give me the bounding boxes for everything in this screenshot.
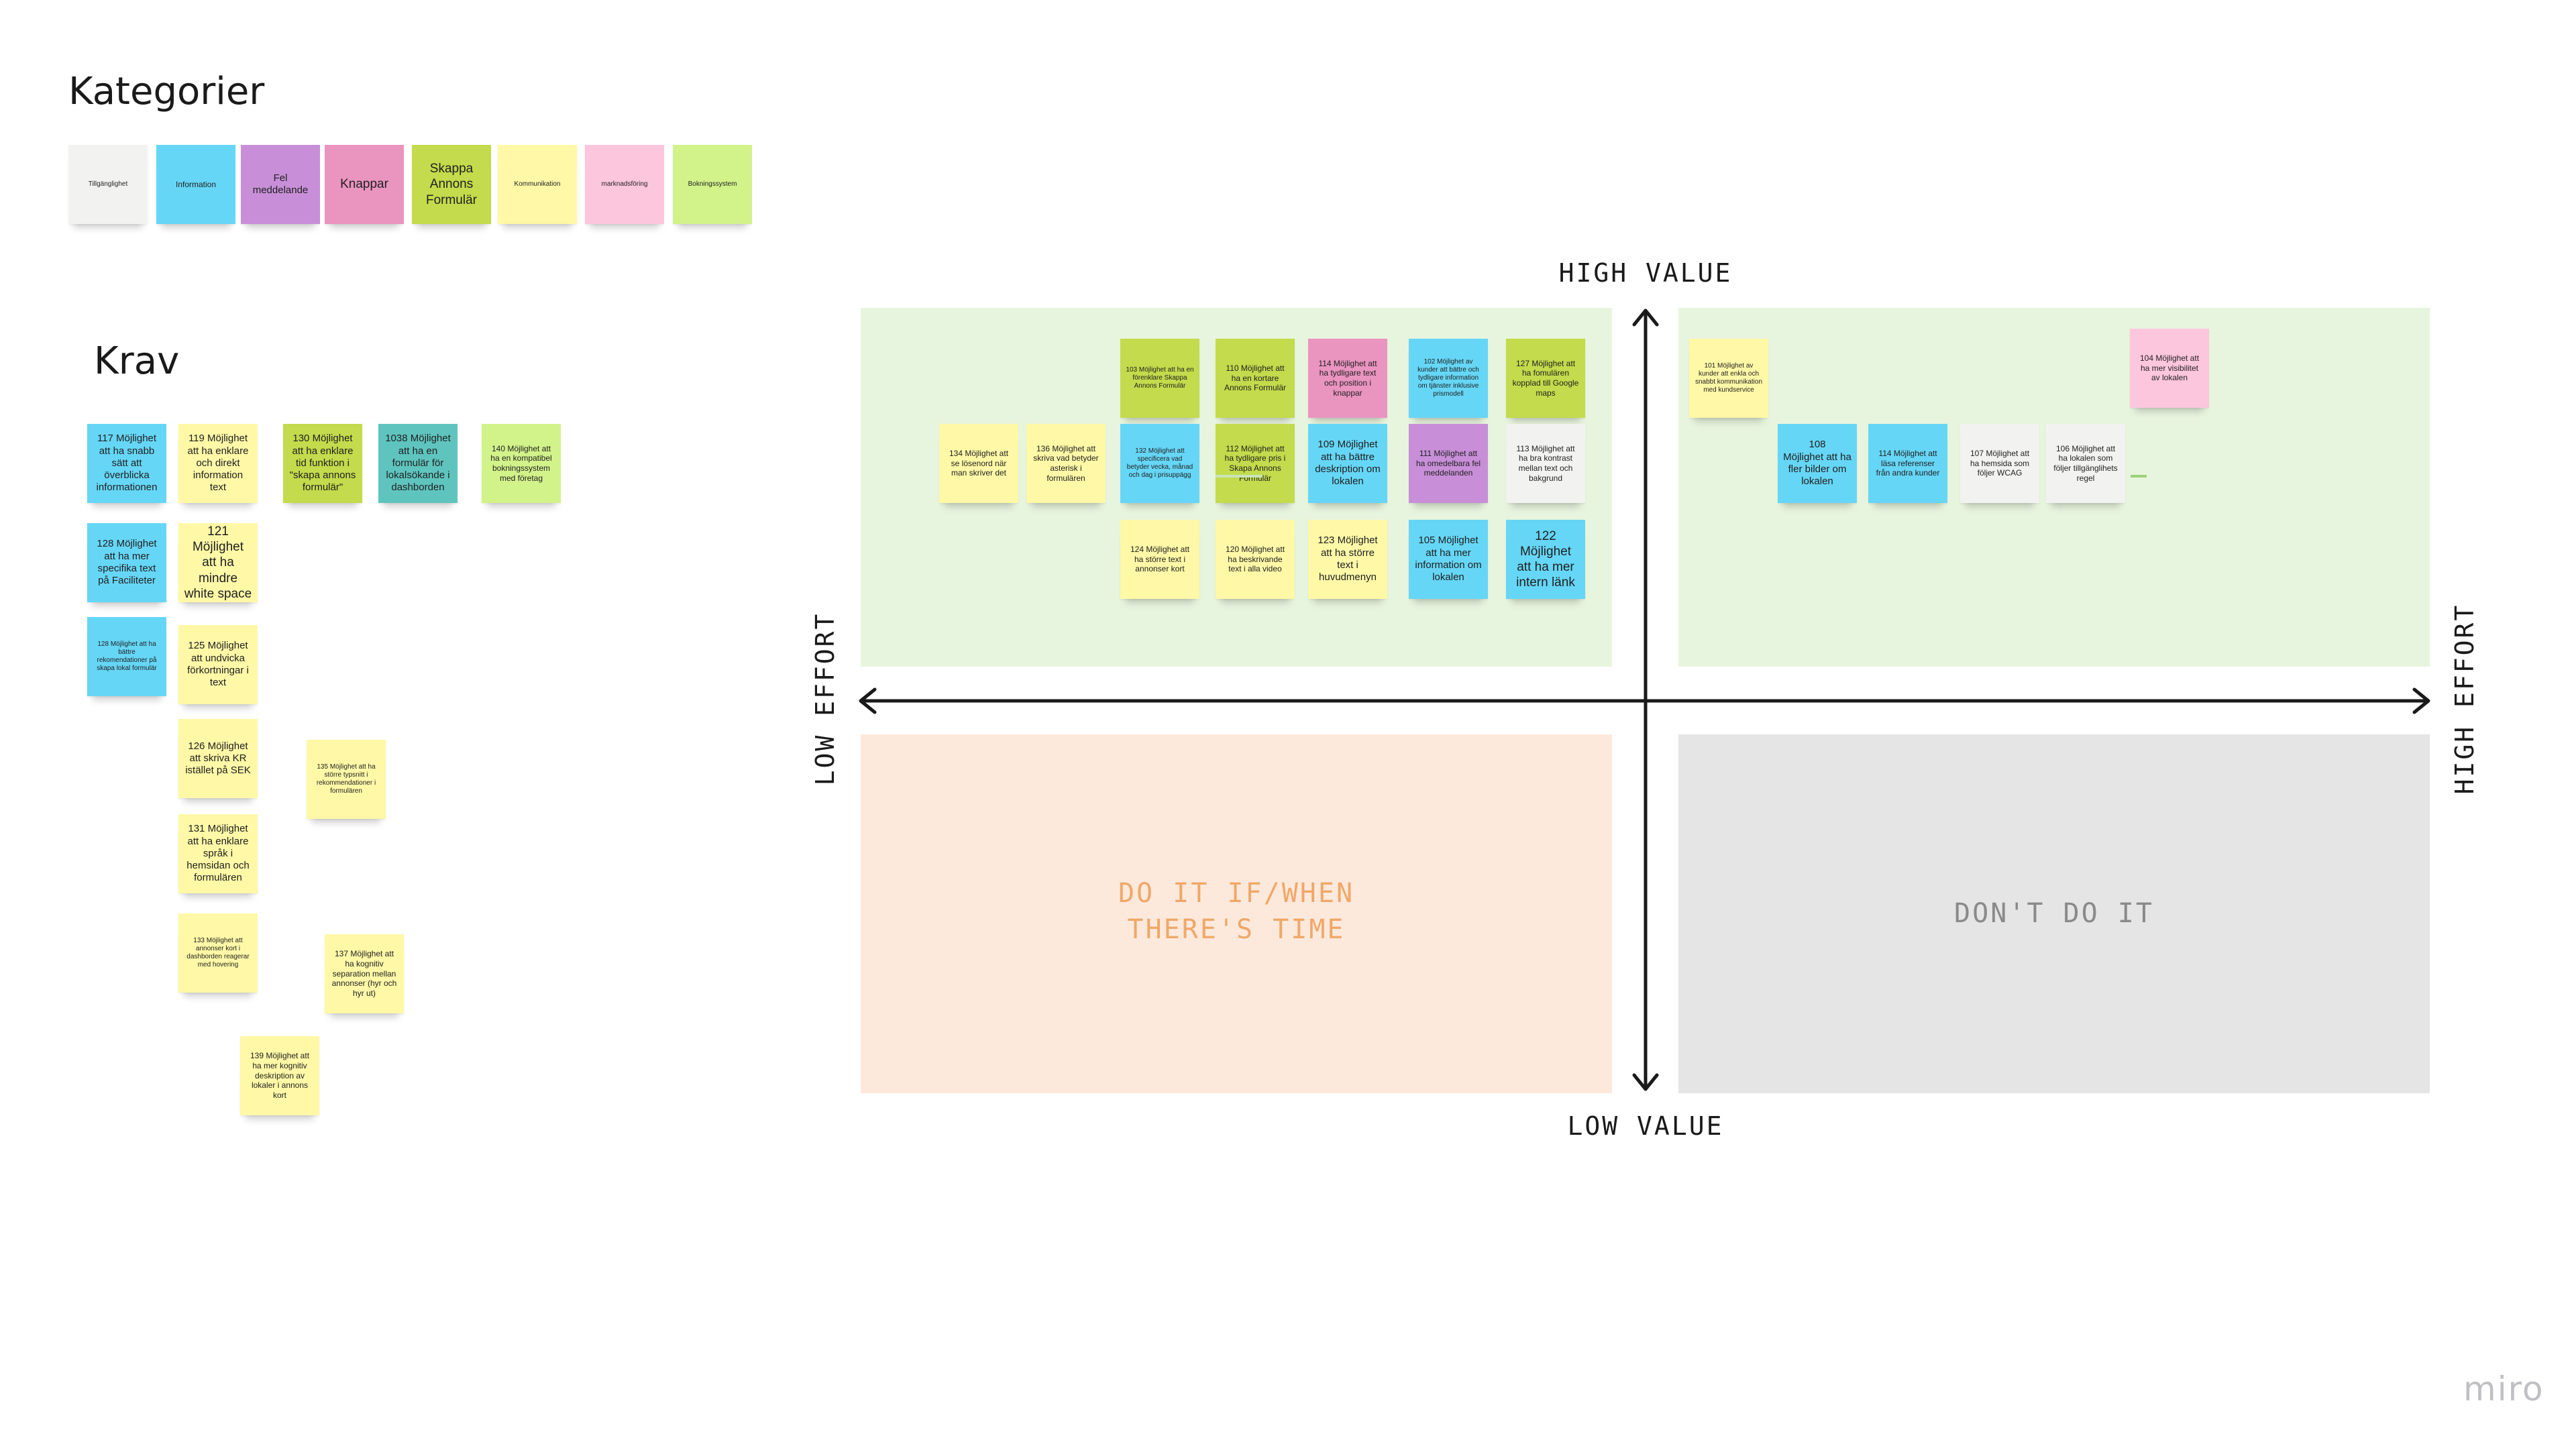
category-sticky[interactable]: marknadsföring bbox=[585, 145, 664, 224]
big-bet-sticky[interactable]: 104 Möjlighet att ha mer visibilitet av … bbox=[2130, 329, 2209, 408]
axis-high-value: HIGH VALUE bbox=[1558, 258, 1733, 288]
big-bet-sticky[interactable]: 107 Möjlighet att ha hemsida som följer … bbox=[1960, 424, 2039, 503]
krav-sticky[interactable]: 1038 Möjlighet att ha en formulär för lo… bbox=[378, 424, 458, 503]
krav-sticky[interactable]: 137 Möjlighet att ha kognitiv separation… bbox=[325, 934, 404, 1013]
quick-win-sticky[interactable]: 110 Möjlighet att ha en kortare Annons F… bbox=[1216, 339, 1295, 418]
quadrant-fill-ins[interactable] bbox=[861, 734, 1612, 1093]
category-sticky[interactable]: Tillgänglighet bbox=[68, 145, 148, 224]
krav-sticky[interactable]: 133 Möjlighet att annonser kort i dashbo… bbox=[178, 913, 258, 993]
quick-win-sticky[interactable]: 136 Möjlighet att skriva vad betyder ast… bbox=[1026, 424, 1106, 503]
quick-win-sticky[interactable]: 123 Möjlighet att ha större text i huvud… bbox=[1308, 520, 1387, 599]
category-sticky[interactable]: Bokningssystem bbox=[673, 145, 752, 224]
quadrant-bl-text: DO IT IF/WHEN THERE'S TIME bbox=[1118, 878, 1355, 945]
category-sticky[interactable]: Knappar bbox=[325, 145, 404, 224]
krav-sticky[interactable]: 139 Möjlighet att ha mer kognitiv deskri… bbox=[240, 1036, 319, 1115]
category-sticky[interactable]: Information bbox=[156, 145, 235, 224]
krav-sticky[interactable]: 125 Möjlighet att undvicka förkortningar… bbox=[178, 625, 258, 704]
quick-win-sticky[interactable]: 120 Möjlighet att ha beskrivande text i … bbox=[1216, 520, 1295, 599]
quick-win-sticky[interactable]: 132 Möjlighet att specificera vad betyde… bbox=[1120, 424, 1199, 503]
krav-sticky[interactable]: 126 Möjlighet att skriva KR istället på … bbox=[178, 719, 258, 798]
big-bet-sticky[interactable]: 114 Möjlighet att läsa referenser från a… bbox=[1868, 424, 1947, 503]
krav-sticky[interactable]: 131 Möjlighet att ha enklare språk i hem… bbox=[178, 814, 258, 893]
category-sticky[interactable]: Kommunikation bbox=[498, 145, 577, 224]
axis-low-value: LOW VALUE bbox=[1567, 1111, 1724, 1141]
quadrant-br-text: DON'T DO IT bbox=[1954, 898, 2154, 929]
krav-sticky[interactable]: 140 Möjlighet att ha en kompatibel bokni… bbox=[482, 424, 561, 503]
quick-win-sticky[interactable]: 124 Möjlighet att ha större text i annon… bbox=[1120, 520, 1199, 599]
quick-win-sticky[interactable]: 122 Möjlighet att ha mer intern länk bbox=[1506, 520, 1585, 599]
faint-mark bbox=[1216, 475, 1263, 478]
krav-sticky[interactable]: 128 Möjlighet att ha mer specifika text … bbox=[87, 523, 166, 602]
big-bet-sticky[interactable]: 106 Möjlighet att ha lokalen som följer … bbox=[2046, 424, 2125, 503]
krav-sticky[interactable]: 128 Möjlighet att ha bättre rekomendatio… bbox=[87, 617, 166, 696]
krav-sticky[interactable]: 135 Möjlighet att ha större typsnitt i r… bbox=[307, 740, 386, 819]
quick-win-sticky[interactable]: 127 Möjlighet att ha fomulären kopplad t… bbox=[1506, 339, 1585, 418]
krav-sticky[interactable]: 117 Möjlighet att ha snabb sätt att över… bbox=[87, 424, 166, 503]
category-sticky[interactable]: Fel meddelande bbox=[241, 145, 320, 224]
quick-win-sticky[interactable]: 134 Möjlighet att se lösenord när man sk… bbox=[939, 424, 1018, 503]
quick-win-sticky[interactable]: 102 Möjlighet av kunder att bättre och t… bbox=[1409, 339, 1488, 418]
krav-title: Krav bbox=[94, 339, 180, 383]
quick-win-sticky[interactable]: 111 Möjlighet att ha omedelbara fel medd… bbox=[1409, 424, 1488, 503]
quick-win-sticky[interactable]: 103 Möjlighet att ha en förenklare Skapp… bbox=[1120, 339, 1199, 418]
faint-mark bbox=[2131, 475, 2147, 478]
axis-high-effort: HIGH EFFORT bbox=[2450, 603, 2479, 795]
quick-win-sticky[interactable]: 113 Möjlighet att ha bra kontrast mellan… bbox=[1506, 424, 1585, 503]
quadrant-dont-do[interactable] bbox=[1678, 734, 2430, 1093]
big-bet-sticky[interactable]: 101 Möjlighet av kunder att enkla och sn… bbox=[1689, 339, 1768, 418]
big-bet-sticky[interactable]: 108 Möjlighet att ha fler bilder om loka… bbox=[1778, 424, 1857, 503]
krav-sticky[interactable]: 119 Möjlighet att ha enklare och direkt … bbox=[178, 424, 258, 503]
krav-sticky[interactable]: 121 Möjlighet att ha mindre white space bbox=[178, 523, 258, 602]
quick-win-sticky[interactable]: 114 Möjlighet att ha tydligare text och … bbox=[1308, 339, 1387, 418]
quick-win-sticky[interactable]: 112 Möjlighet att ha tydligare pris i Sk… bbox=[1216, 424, 1295, 503]
miro-logo: miro bbox=[2463, 1370, 2544, 1408]
axis-low-effort: LOW EFFORT bbox=[810, 612, 840, 786]
categories-title: Kategorier bbox=[68, 70, 265, 113]
category-sticky[interactable]: Skappa Annons Formulär bbox=[412, 145, 491, 224]
krav-sticky[interactable]: 130 Möjlighet att ha enklare tid funktio… bbox=[283, 424, 362, 503]
quick-win-sticky[interactable]: 109 Möjlighet att ha bättre deskription … bbox=[1308, 424, 1387, 503]
quick-win-sticky[interactable]: 105 Möjlighet att ha mer information om … bbox=[1409, 520, 1488, 599]
